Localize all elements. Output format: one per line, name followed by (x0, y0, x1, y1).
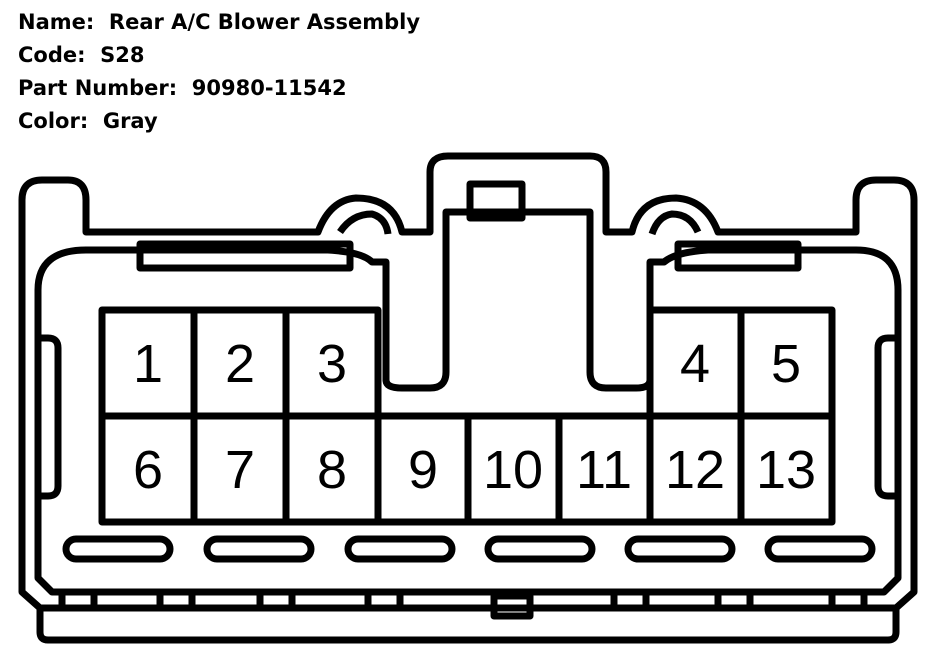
color-row: Color: Gray (18, 105, 420, 138)
bottom-slot (484, 535, 596, 563)
pin-1-label: 1 (133, 334, 163, 394)
name-row: Name: Rear A/C Blower Assembly (18, 6, 420, 39)
color-label: Color: (18, 109, 89, 133)
pin-10-label: 10 (483, 440, 543, 500)
connector-inner-frame (34, 208, 902, 596)
base-foot (58, 588, 98, 612)
base-foot (714, 588, 754, 612)
bottom-slot (344, 535, 456, 563)
bottom-slot (62, 535, 174, 563)
right-top-lock (648, 210, 702, 236)
bottom-slot (624, 535, 736, 563)
connector-info: Name: Rear A/C Blower Assembly Code: S28… (18, 6, 420, 138)
code-label: Code: (18, 43, 86, 67)
pin-7-label: 7 (225, 440, 255, 500)
part-number-label: Part Number: (18, 76, 178, 100)
name-label: Name: (18, 10, 95, 34)
code-value: S28 (100, 43, 145, 67)
right-top-rail (674, 240, 802, 272)
base-foot (156, 588, 196, 612)
color-value: Gray (102, 109, 158, 133)
bottom-slot (203, 535, 315, 563)
pin-12-label: 12 (665, 440, 725, 500)
right-side-tab (874, 334, 898, 500)
base-foot (364, 588, 404, 612)
connector-base (36, 608, 900, 644)
left-side-tab (38, 334, 62, 500)
bottom-slot (764, 535, 876, 563)
code-row: Code: S28 (18, 39, 420, 72)
pin-3-label: 3 (317, 334, 347, 394)
pin-11-label: 11 (576, 440, 632, 500)
left-top-lock (337, 210, 392, 235)
base-foot (490, 592, 534, 620)
pin-9-label: 9 (408, 440, 438, 500)
latch-window (466, 180, 526, 222)
pin-6-label: 6 (133, 440, 163, 500)
left-top-rail (136, 240, 354, 272)
base-foot (828, 588, 868, 612)
pin-8-label: 8 (317, 440, 347, 500)
pin-4-label: 4 (680, 334, 710, 394)
part-number-row: Part Number: 90980-11542 (18, 72, 420, 105)
pin-5-label: 5 (771, 334, 801, 394)
pin-2-label: 2 (225, 334, 255, 394)
base-foot (256, 588, 296, 612)
name-value: Rear A/C Blower Assembly (108, 10, 421, 34)
part-number-value: 90980-11542 (191, 76, 347, 100)
pin-13-label: 13 (756, 440, 816, 500)
connector-housing-outline (18, 152, 918, 612)
base-foot (610, 588, 650, 612)
